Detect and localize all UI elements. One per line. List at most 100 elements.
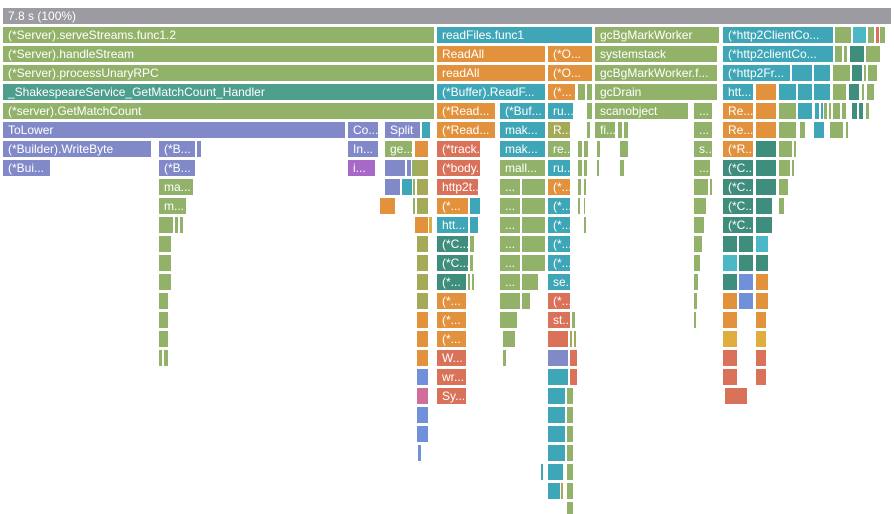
flame-frame[interactable]: (*Buf... [500,103,545,119]
flame-frame[interactable]: (*Builder).WriteByte [3,141,151,157]
flame-frame[interactable]: (*Read... [437,122,495,138]
flame-frame[interactable] [417,426,428,442]
flame-frame[interactable] [570,350,577,366]
flame-frame[interactable]: (*... [548,255,570,271]
flame-frame[interactable]: ReadAll [437,46,545,62]
flame-frame[interactable] [756,141,776,157]
flame-frame[interactable] [779,84,796,100]
flame-frame[interactable] [723,369,737,385]
flame-frame[interactable] [694,198,706,214]
flame-frame[interactable]: (*http2ClientCo... [723,27,833,43]
flame-frame[interactable]: (*... [437,274,466,290]
flame-frame[interactable] [175,217,178,233]
flame-frame[interactable]: (*C... [723,160,753,176]
flame-frame[interactable] [723,350,737,366]
flame-frame[interactable] [548,445,565,461]
flame-frame[interactable] [417,388,428,404]
flame-frame[interactable] [850,46,864,62]
flame-frame[interactable]: (*http2Fr... [723,65,790,81]
flame-frame[interactable] [779,198,784,214]
flame-frame[interactable] [417,236,428,252]
flame-frame[interactable] [756,217,772,233]
flame-frame[interactable]: (*... [548,236,570,252]
flame-frame[interactable] [415,141,428,157]
flame-frame[interactable]: Re... [723,103,753,119]
flame-frame[interactable] [159,312,168,328]
flame-frame[interactable] [472,274,474,290]
flame-frame[interactable] [779,141,792,157]
flame-frame[interactable]: systemstack [595,46,717,62]
flame-frame[interactable] [618,122,622,138]
flame-frame[interactable] [402,179,412,195]
flame-frame[interactable] [159,217,173,233]
flame-frame[interactable] [597,160,599,176]
flame-frame[interactable]: re... [548,141,570,157]
flame-frame[interactable]: ru... [548,160,570,176]
flame-frame[interactable] [739,236,753,252]
flame-frame[interactable] [756,198,772,214]
flame-frame[interactable] [412,160,415,176]
flame-frame[interactable] [567,388,573,404]
flame-frame[interactable] [522,274,538,290]
flame-frame[interactable] [867,84,874,100]
flame-frame[interactable] [756,236,768,252]
flame-frame[interactable] [503,350,506,366]
flame-frame[interactable] [159,236,171,252]
flame-frame[interactable]: ma... [159,179,193,195]
flame-frame[interactable] [578,198,580,214]
flame-frame[interactable] [739,293,753,309]
flame-frame[interactable] [815,103,819,119]
flame-frame[interactable] [852,65,862,81]
flame-frame[interactable]: ge... [385,141,412,157]
flame-frame[interactable]: (*O... [548,65,592,81]
flame-frame[interactable]: (*C... [723,198,753,214]
flame-frame[interactable]: Re... [723,122,753,138]
flame-frame[interactable] [794,141,796,157]
flame-frame[interactable] [567,407,573,423]
flame-frame[interactable] [572,312,575,328]
flame-frame[interactable] [723,274,737,290]
flame-frame[interactable] [779,103,796,119]
flame-frame[interactable] [756,255,768,271]
flame-frame[interactable] [413,179,415,195]
flame-frame[interactable]: _ShakespeareService_GetMatchCount_Handle… [3,84,434,100]
flame-frame[interactable]: (*Read... [437,103,495,119]
flame-frame[interactable] [567,426,573,442]
flame-frame[interactable] [800,122,805,138]
flame-frame[interactable] [415,217,428,233]
flame-frame[interactable] [417,179,428,195]
flame-frame[interactable] [159,274,171,290]
flame-frame[interactable] [792,65,812,81]
flame-frame[interactable] [739,255,753,271]
flame-frame[interactable] [862,84,864,100]
flame-frame[interactable] [844,46,847,62]
flame-frame[interactable] [570,369,577,385]
flame-frame[interactable] [880,27,885,43]
flame-frame[interactable]: (*... [548,217,570,233]
flame-frame[interactable] [567,464,573,480]
flame-frame[interactable] [470,236,474,252]
flame-frame[interactable] [620,160,624,176]
flame-frame[interactable]: (*Server).handleStream [3,46,434,62]
flame-frame[interactable] [624,122,628,138]
flame-frame[interactable] [159,350,162,366]
flame-frame[interactable]: (*... [437,293,466,309]
flame-frame[interactable] [756,293,768,309]
flame-frame[interactable]: (*... [548,293,570,309]
flame-frame[interactable] [756,350,766,366]
flame-frame[interactable] [548,464,563,480]
flame-frame[interactable]: ... [500,274,520,290]
flame-frame[interactable]: readFiles.func1 [437,27,592,43]
flame-frame[interactable]: readAll [437,65,545,81]
flame-frame[interactable]: (*... [548,84,575,100]
flame-frame[interactable] [385,179,400,195]
flame-frame[interactable] [578,141,582,157]
flame-frame[interactable]: (*C... [723,179,753,195]
flame-frame[interactable] [380,198,395,214]
flame-frame[interactable]: (*... [548,198,570,214]
flame-frame[interactable] [866,103,869,119]
flame-frame[interactable] [864,65,866,81]
flame-frame[interactable]: gcBgMarkWorker [595,27,719,43]
flame-frame[interactable] [798,84,812,100]
flame-frame[interactable]: (*B... [159,160,195,176]
